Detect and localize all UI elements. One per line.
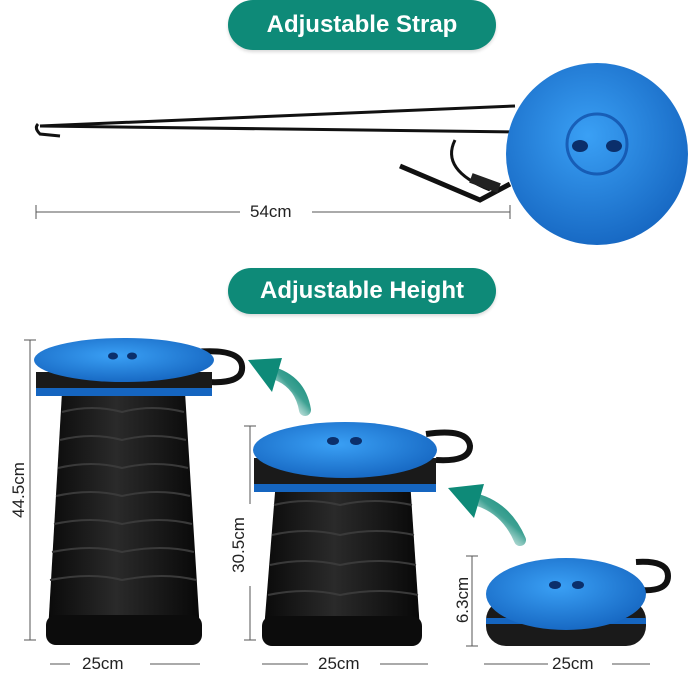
folded-stool-top-view: [506, 63, 688, 245]
heading-adjustable-strap: Adjustable Strap: [228, 0, 496, 50]
tall-width-label: 25cm: [82, 654, 124, 673]
folded-height-label: 6.3cm: [453, 576, 472, 624]
stool-mid: [253, 422, 474, 646]
strap-length-label: 54cm: [250, 202, 292, 221]
stool-folded: [486, 558, 672, 646]
heading-adjustable-height: Adjustable Height: [228, 268, 496, 314]
mid-height-label: 30.5cm: [229, 517, 248, 573]
curved-arrow-icon: [448, 484, 526, 546]
strap-dimension-line: [35, 205, 511, 219]
curved-arrow-icon: [248, 358, 311, 416]
tall-height-label: 44.5cm: [9, 462, 28, 518]
stool-tall: [34, 338, 246, 645]
strap: [34, 104, 521, 203]
dimension-lines: [24, 339, 650, 665]
folded-width-label: 25cm: [552, 654, 594, 673]
mid-width-label: 25cm: [318, 654, 360, 673]
